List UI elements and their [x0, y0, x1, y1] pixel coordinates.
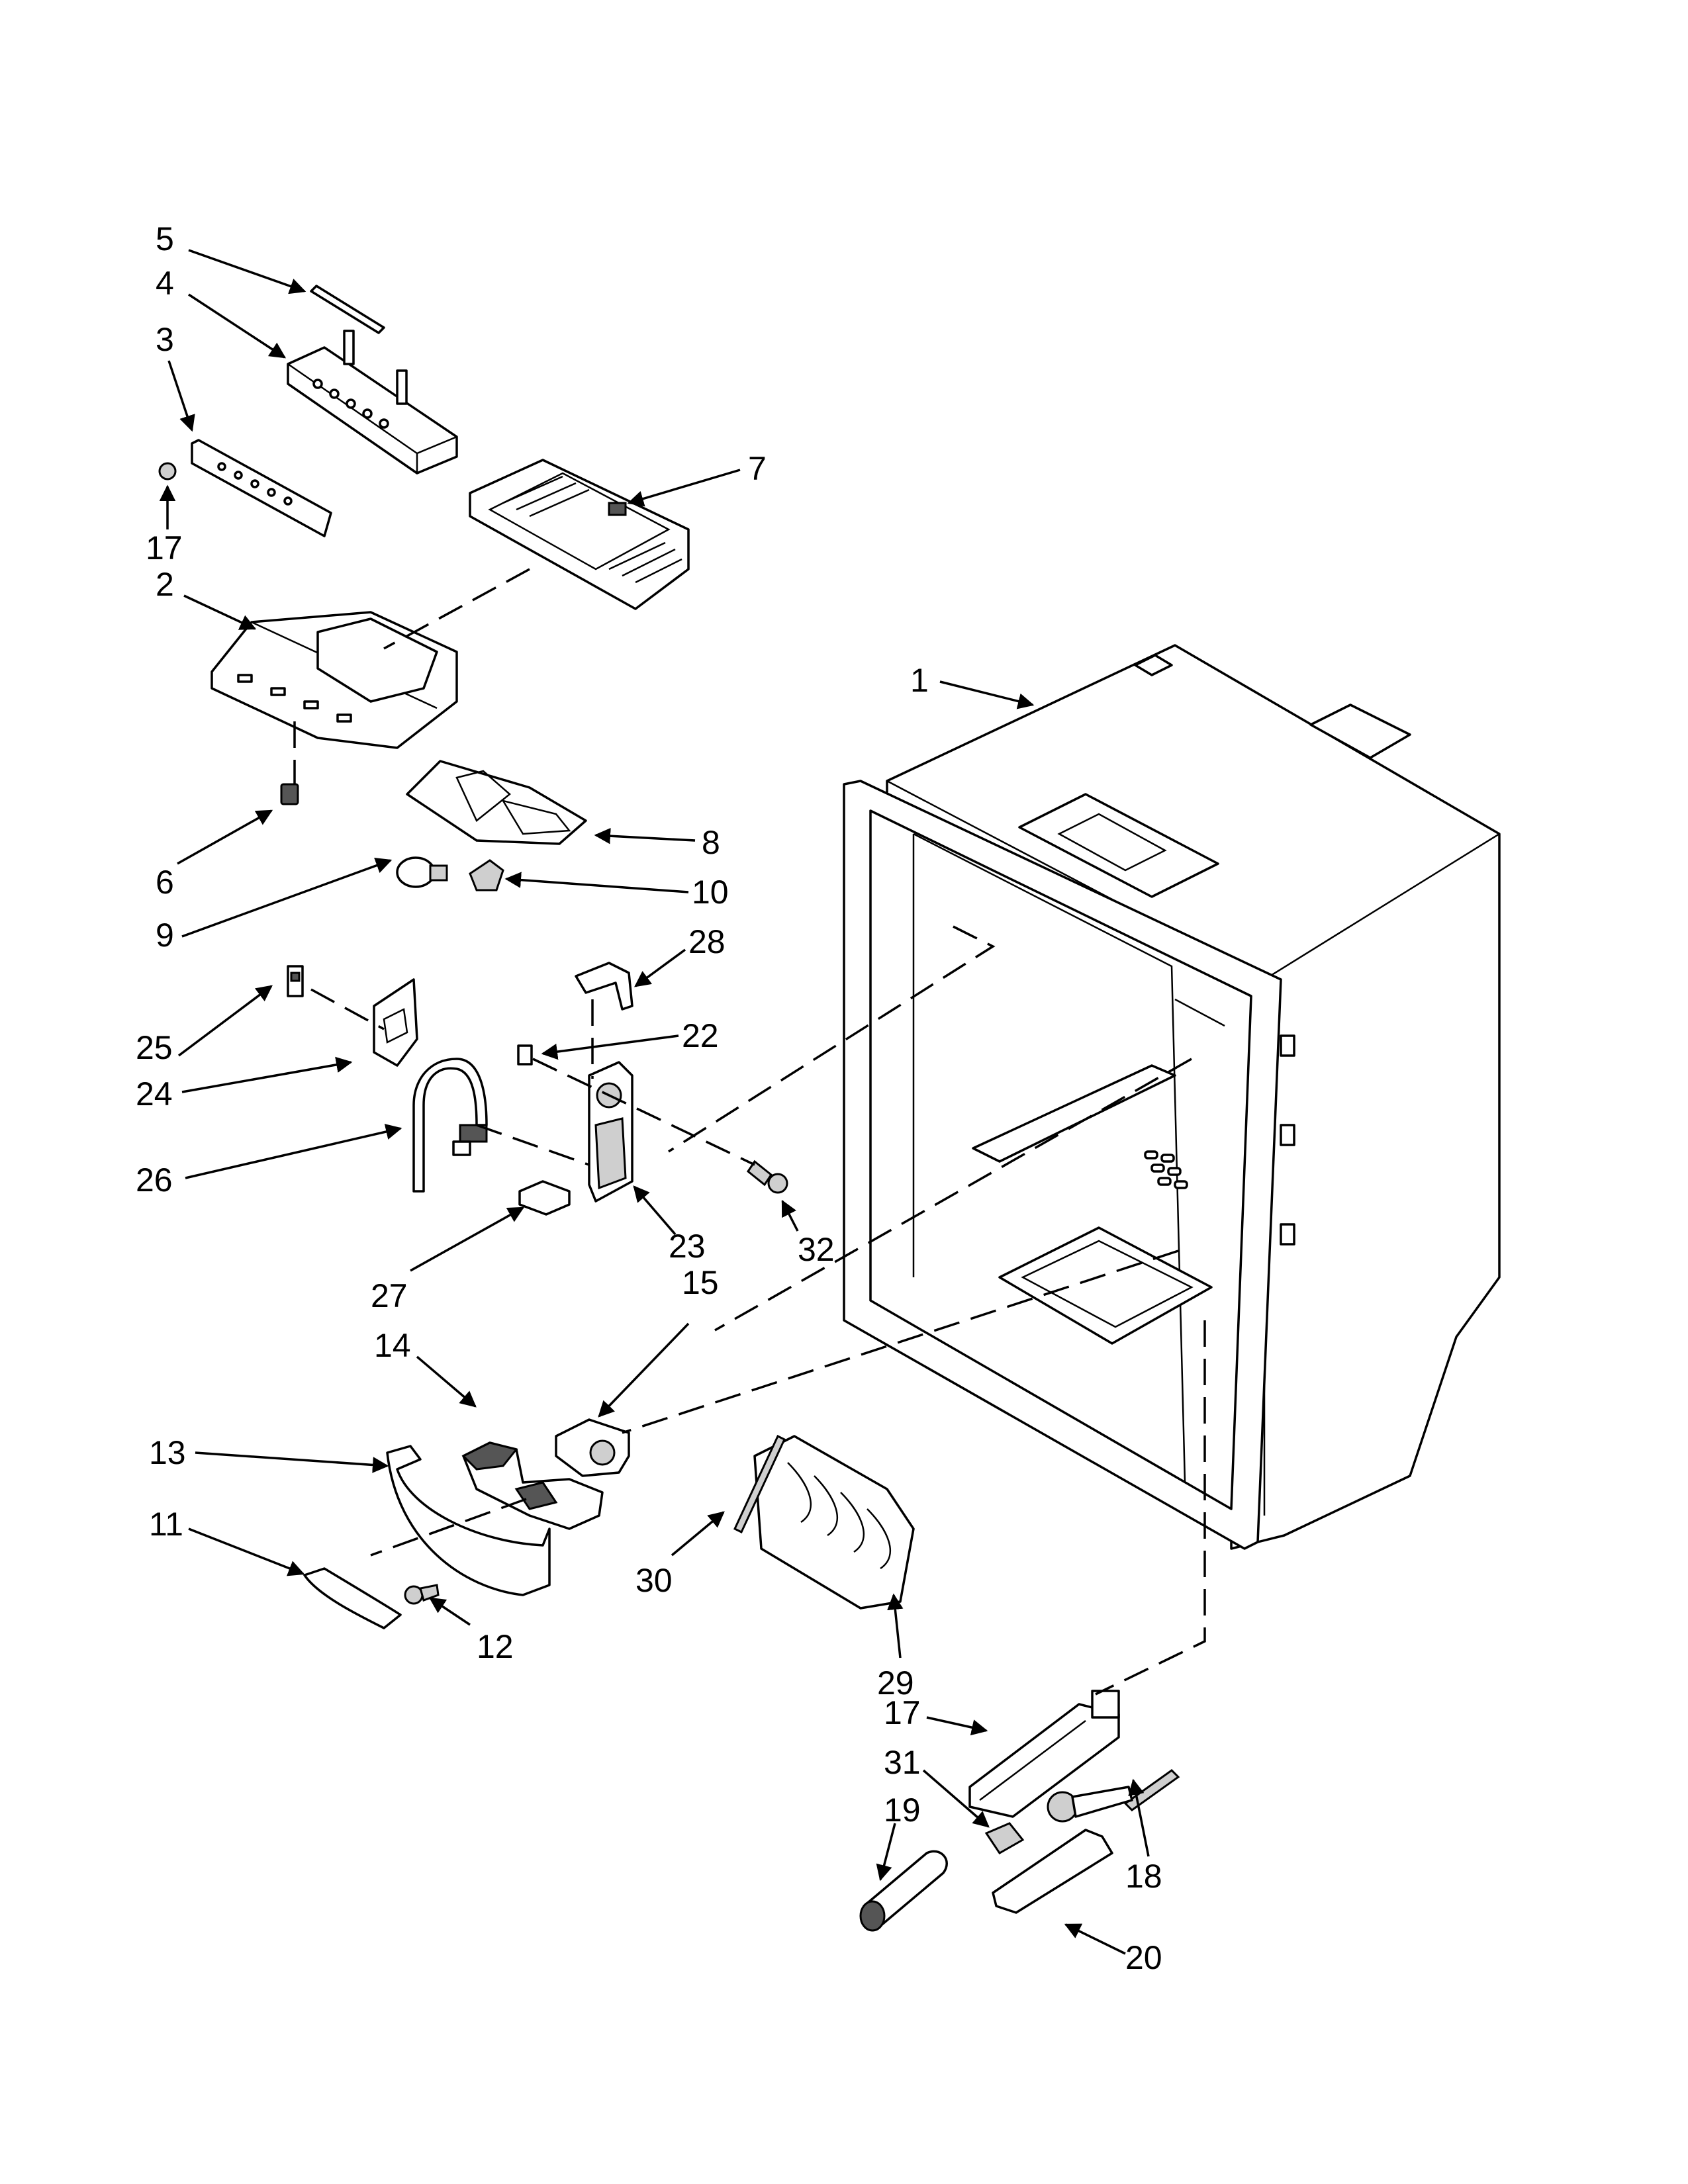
callout-13: 13	[149, 1434, 186, 1471]
part-11-trim	[303, 1567, 402, 1629]
part-2-light-housing	[211, 611, 458, 749]
callout-26: 26	[136, 1161, 173, 1199]
callout-10: 10	[692, 874, 729, 911]
callouts: 5 4 3 17 2 7 1 8 6 10 9 28 25 22 24 26 2…	[136, 220, 1162, 1976]
callout-17-lower: 17	[884, 1694, 921, 1731]
leader-arrows	[159, 249, 1150, 1955]
part-31-cap	[984, 1822, 1025, 1854]
part-22-clip	[517, 1044, 533, 1066]
cover-ribs	[502, 475, 682, 584]
part-18-valve	[1047, 1769, 1180, 1823]
part-17-filter-housing	[968, 1690, 1120, 1818]
callout-2: 2	[156, 566, 174, 603]
part-6-switch	[280, 783, 299, 805]
callout-11: 11	[149, 1506, 183, 1543]
part-19-filter	[859, 1850, 948, 1932]
part-30-rod	[733, 1434, 786, 1534]
part-9-bulb	[396, 856, 448, 888]
part-4-housing	[287, 330, 458, 475]
part-15-module	[555, 1418, 630, 1477]
vent-slots	[1144, 1150, 1188, 1189]
part-17-screw-upper	[158, 462, 177, 480]
callout-25: 25	[136, 1029, 173, 1066]
callout-19: 19	[884, 1792, 921, 1829]
part-7-cover	[469, 459, 690, 610]
part-3-plate	[191, 439, 332, 537]
part-13-handle-cover	[386, 1445, 551, 1596]
callout-1: 1	[910, 662, 929, 699]
part-26-tube	[412, 1058, 488, 1193]
part-1-liner	[843, 644, 1501, 1550]
callout-23: 23	[669, 1228, 706, 1265]
part-14-housing	[461, 1441, 604, 1530]
part-12-screw	[404, 1584, 440, 1605]
callout-28: 28	[688, 923, 726, 960]
part-5-bracket	[310, 285, 385, 334]
callout-9: 9	[156, 917, 174, 954]
callout-17: 17	[146, 529, 183, 567]
part-23-control-housing	[588, 1061, 633, 1203]
callout-7: 7	[748, 450, 767, 487]
callout-14: 14	[374, 1327, 411, 1364]
callout-29: 29	[877, 1664, 914, 1702]
callout-6: 6	[156, 864, 174, 901]
part-32-screw	[746, 1160, 788, 1194]
part-10-socket	[469, 859, 504, 891]
callout-8: 8	[702, 824, 720, 861]
callout-18: 18	[1125, 1858, 1162, 1895]
callout-12: 12	[477, 1628, 514, 1665]
callout-27: 27	[371, 1277, 408, 1314]
callout-30: 30	[635, 1562, 673, 1599]
callout-31: 31	[884, 1744, 921, 1781]
callout-15: 15	[682, 1264, 719, 1301]
callout-32: 32	[798, 1231, 835, 1268]
part-29-heater	[753, 1435, 915, 1610]
part-8-lens	[406, 760, 587, 845]
housing-holes	[312, 379, 389, 429]
assembly-lines	[293, 568, 1206, 1696]
part-25-connector	[287, 965, 304, 997]
callout-3: 3	[156, 321, 174, 358]
part-27-clip	[518, 1180, 571, 1216]
part-20-cover	[992, 1829, 1113, 1914]
callout-24: 24	[136, 1075, 173, 1113]
callout-4: 4	[156, 265, 174, 302]
callout-20: 20	[1125, 1939, 1162, 1976]
part-28-seal	[575, 962, 633, 1011]
part-24-bracket	[373, 978, 418, 1067]
callout-5: 5	[156, 220, 174, 257]
callout-22: 22	[682, 1017, 719, 1054]
